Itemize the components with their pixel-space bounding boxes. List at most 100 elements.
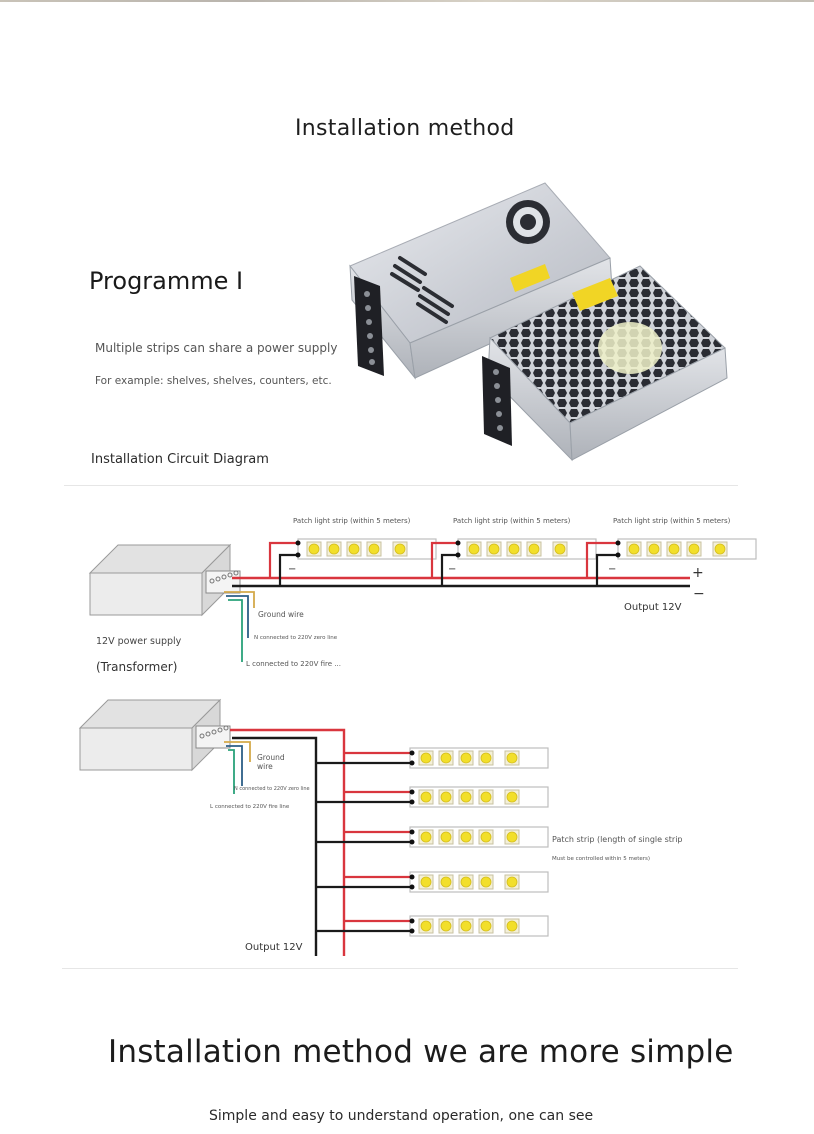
led-icon — [648, 543, 660, 555]
terminal-screw — [223, 725, 229, 731]
led-icon — [420, 752, 432, 764]
footer-title: Installation method we are more simple — [108, 1034, 734, 1070]
led-icon — [394, 543, 406, 555]
strip-negative-wire — [595, 553, 618, 586]
divider-bottom — [62, 968, 738, 969]
led-icon — [506, 920, 518, 932]
strip-minus-sign: − — [288, 564, 296, 575]
led-icon — [460, 791, 472, 803]
circuit-diagram-shared-bus: + − Patch light strip (within 5 meters) − Pa… — [88, 517, 757, 674]
plus-sign: + — [692, 565, 704, 581]
led-icon — [460, 920, 472, 932]
live-wire — [228, 599, 243, 662]
output-label: Output 12V — [624, 602, 682, 613]
led-strip — [409, 786, 549, 808]
strip-note-line1: Patch strip (length of single strip — [552, 835, 683, 844]
led-icon — [714, 543, 726, 555]
divider-top — [64, 485, 738, 486]
minus-sign: − — [693, 586, 705, 602]
strip-positive-wire — [585, 541, 618, 578]
led-strip — [409, 915, 549, 937]
terminal-dot — [295, 552, 301, 558]
led-icon — [420, 876, 432, 888]
led-icon — [420, 920, 432, 932]
ground-wire-label: Ground wire — [258, 610, 304, 619]
led-icon — [554, 543, 566, 555]
led-icon — [440, 920, 452, 932]
terminal-dot — [409, 839, 415, 845]
negative-main-wire — [232, 736, 318, 956]
programme-description: Multiple strips can share a power supply — [95, 341, 338, 355]
terminal-screw — [211, 729, 217, 735]
led-icon — [506, 831, 518, 843]
strip-negative-wire — [440, 553, 458, 586]
footer-subtitle: Simple and easy to understand operation,… — [209, 1108, 594, 1124]
programme-example: For example: shelves, shelves, counters,… — [95, 375, 332, 387]
terminal-dot — [615, 552, 621, 558]
led-icon — [460, 831, 472, 843]
power-supply-front-unit — [482, 265, 728, 462]
strip-label: Patch light strip (within 5 meters) — [613, 517, 731, 525]
ground-wire — [224, 741, 251, 762]
section-label: Installation Circuit Diagram — [91, 452, 269, 467]
led-strip — [297, 538, 437, 560]
led-icon — [440, 876, 452, 888]
strip-positive-wire — [268, 541, 298, 578]
ground-wire-label-line2: wire — [257, 762, 273, 771]
positive-main-wire — [230, 728, 346, 956]
strip-negative-wire — [278, 553, 298, 586]
led-icon — [460, 876, 472, 888]
led-icon — [480, 920, 492, 932]
terminal-screw — [227, 572, 233, 578]
terminal-dot — [409, 760, 415, 766]
led-icon — [420, 831, 432, 843]
neutral-wire-label: N connected to 220V zero line — [254, 635, 338, 641]
led-icon — [506, 876, 518, 888]
led-icon — [528, 543, 540, 555]
led-strip — [409, 871, 549, 893]
terminal-dot — [409, 884, 415, 890]
led-icon — [440, 752, 452, 764]
terminal-dot — [409, 799, 415, 805]
led-icon — [480, 791, 492, 803]
ground-wire — [224, 591, 255, 608]
led-icon — [506, 791, 518, 803]
terminal-dot — [409, 829, 415, 835]
terminal-block — [354, 276, 384, 376]
strip-minus-sign: − — [448, 564, 456, 575]
power-supply-photo — [349, 182, 728, 462]
neutral-wire — [226, 595, 249, 638]
led-icon — [480, 876, 492, 888]
live-wire — [228, 749, 235, 794]
page-title: Installation method — [295, 116, 515, 141]
terminal-dot — [455, 552, 461, 558]
power-supply-box — [78, 698, 231, 772]
led-icon — [480, 752, 492, 764]
supply-front — [79, 727, 193, 771]
led-icon — [368, 543, 380, 555]
power-supply-box — [88, 543, 241, 617]
supply-label: 12V power supply — [96, 636, 182, 647]
terminal-screw — [233, 570, 239, 576]
led-icon — [460, 752, 472, 764]
led-icon — [468, 543, 480, 555]
warning-label — [510, 264, 550, 292]
terminal-dot — [409, 874, 415, 880]
live-wire-label: L connected to 220V fire ... — [246, 660, 341, 668]
strip-label: Patch light strip (within 5 meters) — [453, 517, 571, 525]
programme-title: Programme I — [89, 267, 244, 295]
led-strip — [409, 826, 549, 848]
terminal-screw — [205, 731, 211, 737]
led-icon — [668, 543, 680, 555]
led-strip — [457, 538, 597, 560]
live-wire-label: L connected to 220V fire line — [210, 804, 290, 810]
strip-note-line2: Must be controlled within 5 meters) — [552, 856, 650, 862]
led-icon — [628, 543, 640, 555]
terminal-dot — [409, 750, 415, 756]
led-icon — [420, 791, 432, 803]
power-supply-back-unit — [349, 182, 613, 380]
led-icon — [508, 543, 520, 555]
led-icon — [308, 543, 320, 555]
led-icon — [488, 543, 500, 555]
